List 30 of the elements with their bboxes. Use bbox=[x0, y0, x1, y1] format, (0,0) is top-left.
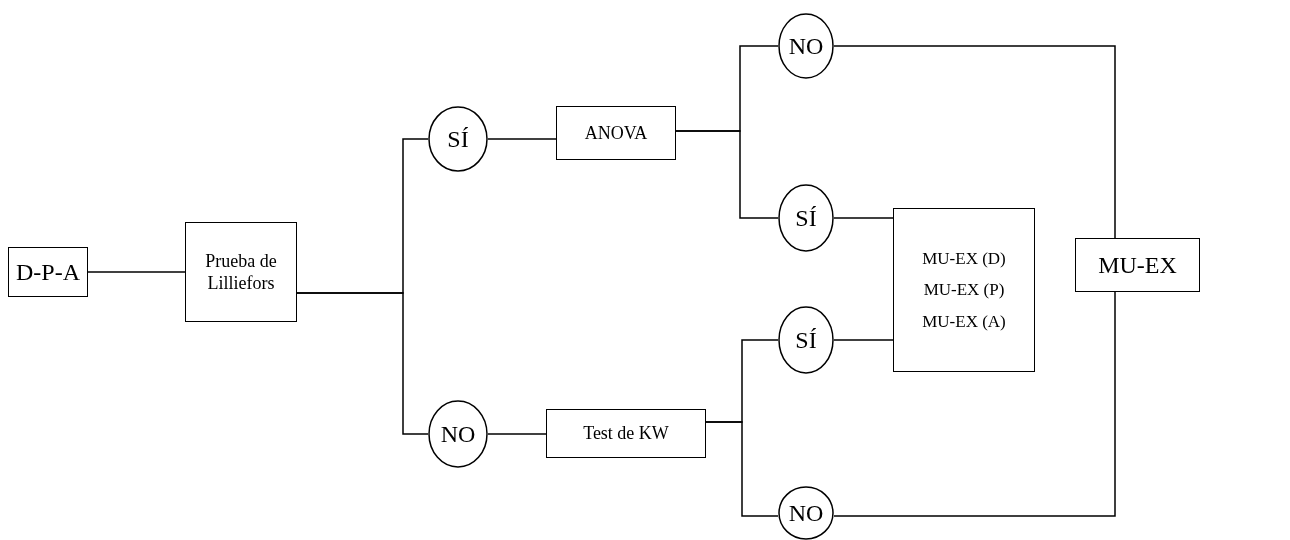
node-label: Prueba de Lilliefors bbox=[204, 249, 278, 295]
connector-line bbox=[487, 138, 557, 140]
connector-line bbox=[487, 433, 547, 435]
process-box bbox=[1075, 238, 1200, 292]
node-label: D-P-A bbox=[16, 258, 80, 287]
node-label: NO bbox=[440, 420, 476, 449]
node-label: SÍ bbox=[795, 326, 817, 355]
node-label: SÍ bbox=[447, 125, 469, 154]
connector-line bbox=[833, 291, 1116, 517]
connector-line bbox=[87, 271, 186, 273]
node-label: NO bbox=[788, 32, 824, 61]
node-label: MU-EX bbox=[1098, 251, 1177, 280]
process-box bbox=[185, 222, 297, 322]
node-label: SÍ bbox=[795, 204, 817, 233]
process-box bbox=[8, 247, 88, 297]
node-label: MU-EX (P) bbox=[923, 279, 1005, 301]
node-label: MU-EX (D) bbox=[922, 248, 1006, 270]
connector-line bbox=[833, 45, 1116, 239]
connector-line bbox=[833, 217, 894, 219]
node-label: NO bbox=[788, 499, 824, 528]
node-label: Test de KW bbox=[583, 422, 669, 445]
process-box bbox=[893, 208, 1035, 372]
node-label: MU-EX (A) bbox=[922, 310, 1006, 332]
connector-line bbox=[675, 130, 779, 219]
node-label: ANOVA bbox=[584, 121, 648, 145]
process-box bbox=[546, 409, 706, 458]
process-box bbox=[556, 106, 676, 160]
connector-line bbox=[833, 339, 894, 341]
connector-line bbox=[296, 292, 429, 435]
connector-line bbox=[705, 421, 779, 517]
